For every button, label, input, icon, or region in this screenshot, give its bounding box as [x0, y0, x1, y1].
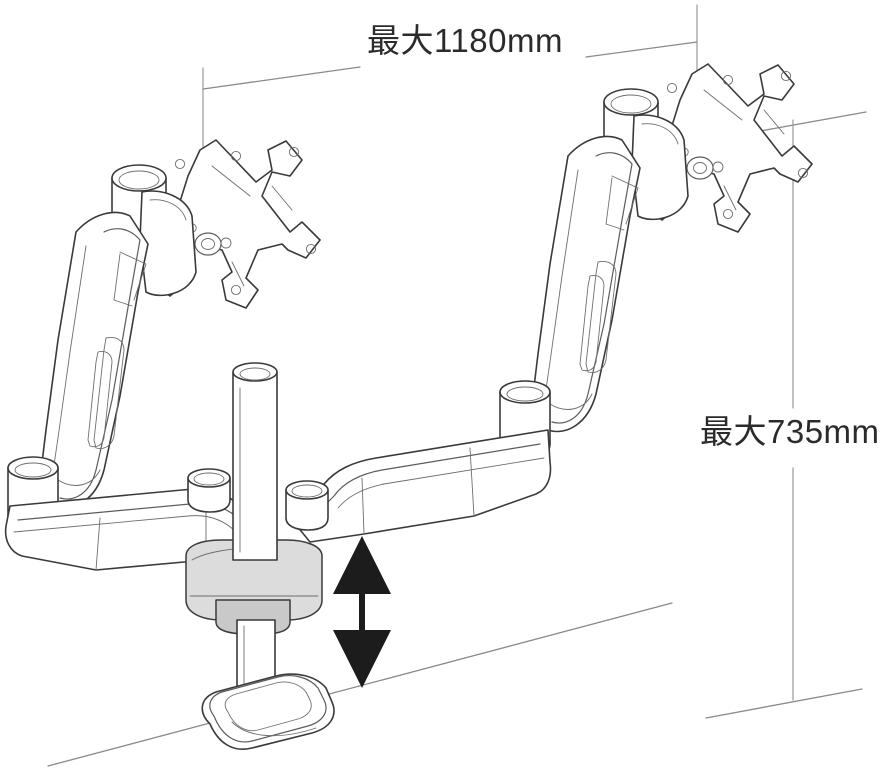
- upper-arm-facet-left-1: [119, 251, 147, 301]
- lower-arm-right-facet-1: [361, 477, 365, 535]
- height-adjust-arrow: [333, 536, 391, 688]
- vesa-hole-left-4: [230, 150, 242, 162]
- height-arrow-head-down: [333, 630, 391, 688]
- vesa-hole-right-3: [666, 82, 678, 94]
- base-plate-rim: [209, 675, 327, 743]
- left-end-pivot-bore: [14, 462, 52, 478]
- center-hub: [185, 539, 323, 635]
- height-arrow-head-up: [333, 536, 391, 594]
- lower-arm-right-boss: [285, 489, 329, 531]
- vesa-hole-left-5: [288, 146, 300, 158]
- tilt-knuckle-highlight-right: [641, 123, 679, 145]
- vesa-center-hole-inner-left: [201, 238, 215, 250]
- lower-arm-left-boss-bore: [193, 472, 225, 486]
- upper-arm-slot-left: [93, 337, 125, 449]
- center-pole-top-bore: [239, 367, 271, 381]
- lower-arm-left-crease: [13, 515, 237, 533]
- vesa-plate-left: [151, 139, 321, 309]
- vesa-hole-right-7: [722, 208, 734, 220]
- lower-arm-right: [285, 380, 552, 543]
- vesa-hole-left-3: [174, 158, 186, 170]
- width-dimension-line-left: [202, 66, 361, 90]
- base-plate-inner-groove: [224, 681, 312, 732]
- upper-arm-facet-right-1: [611, 175, 639, 225]
- upper-arm-facet-right-3: [549, 393, 593, 410]
- desk-edge-line-right: [317, 602, 673, 698]
- base-plate: [201, 673, 335, 750]
- vesa-center-hole-right: [686, 156, 714, 180]
- vesa-hole-right-6: [797, 167, 809, 179]
- tilt-knuckle-right: [631, 114, 689, 221]
- width-dimension-line-right: [585, 41, 698, 58]
- desk-edge: [47, 602, 673, 767]
- dimension-label-width: 最大1180mm: [367, 22, 563, 59]
- upper-arm-slot-inner-left: [87, 351, 113, 448]
- vesa-center-hole-inner-right: [693, 162, 707, 174]
- vesa-crease-right-3: [723, 185, 737, 211]
- vesa-hole-right-4: [722, 74, 734, 86]
- lower-arm-right-crease: [337, 457, 545, 509]
- tilt-collar-bore-right: [610, 94, 652, 114]
- vesa-hole-right-2: [712, 161, 724, 173]
- vesa-crease-right-1: [703, 89, 743, 121]
- vesa-center-hole-left: [194, 232, 222, 256]
- desk-edge-line-left: [47, 722, 211, 767]
- upper-arm-slot-inner-right: [579, 275, 605, 372]
- lower-arm-right-top-edge: [305, 443, 541, 525]
- vesa-crease-left-1: [211, 165, 251, 197]
- vesa-hole-left-2: [220, 237, 232, 249]
- lower-arm-left-facet-1: [95, 517, 101, 571]
- height-leader-line-bottom: [705, 688, 863, 719]
- tilt-knuckle-left: [139, 190, 197, 297]
- upper-arm-facet-left-2: [113, 253, 133, 307]
- vesa-crease-left-2: [271, 185, 293, 211]
- tilt-knuckle-highlight-left: [149, 199, 187, 221]
- right-end-pivot-bore: [506, 386, 544, 402]
- tilt-collar-top-left: [111, 164, 167, 192]
- upper-arm-slot-right: [585, 261, 617, 373]
- dimension-label-height: 最大735mm: [700, 413, 880, 450]
- base-plate-shadow-edge: [231, 721, 317, 737]
- lower-arm-right-boss-top: [285, 480, 329, 500]
- lower-arm-right-boss-bore: [291, 484, 323, 498]
- lower-arm-right-facet-2: [469, 447, 475, 517]
- vesa-hole-right-5: [780, 70, 792, 82]
- upper-arm-facet-right-2: [605, 177, 625, 231]
- tilt-collar-bore-left: [118, 170, 160, 190]
- base-plate-outer: [201, 673, 335, 750]
- left-end-pivot-top: [7, 456, 59, 480]
- vesa-crease-left-3: [231, 261, 245, 287]
- right-end-pivot-top: [499, 380, 551, 404]
- upper-arm-facet-left-3: [57, 469, 101, 486]
- center-pole: [232, 362, 278, 717]
- right-monitor-mount: [285, 63, 813, 543]
- vesa-crease-right-2: [763, 109, 785, 135]
- center-pole-top-cap: [232, 362, 278, 382]
- upper-arm-edge-right: [551, 152, 633, 424]
- upper-arm-edge-left: [59, 228, 141, 500]
- lower-arm-left-boss-top: [187, 468, 231, 488]
- vesa-hole-left-7: [230, 284, 242, 296]
- vesa-hole-left-6: [305, 243, 317, 255]
- tilt-collar-top-right: [603, 88, 659, 116]
